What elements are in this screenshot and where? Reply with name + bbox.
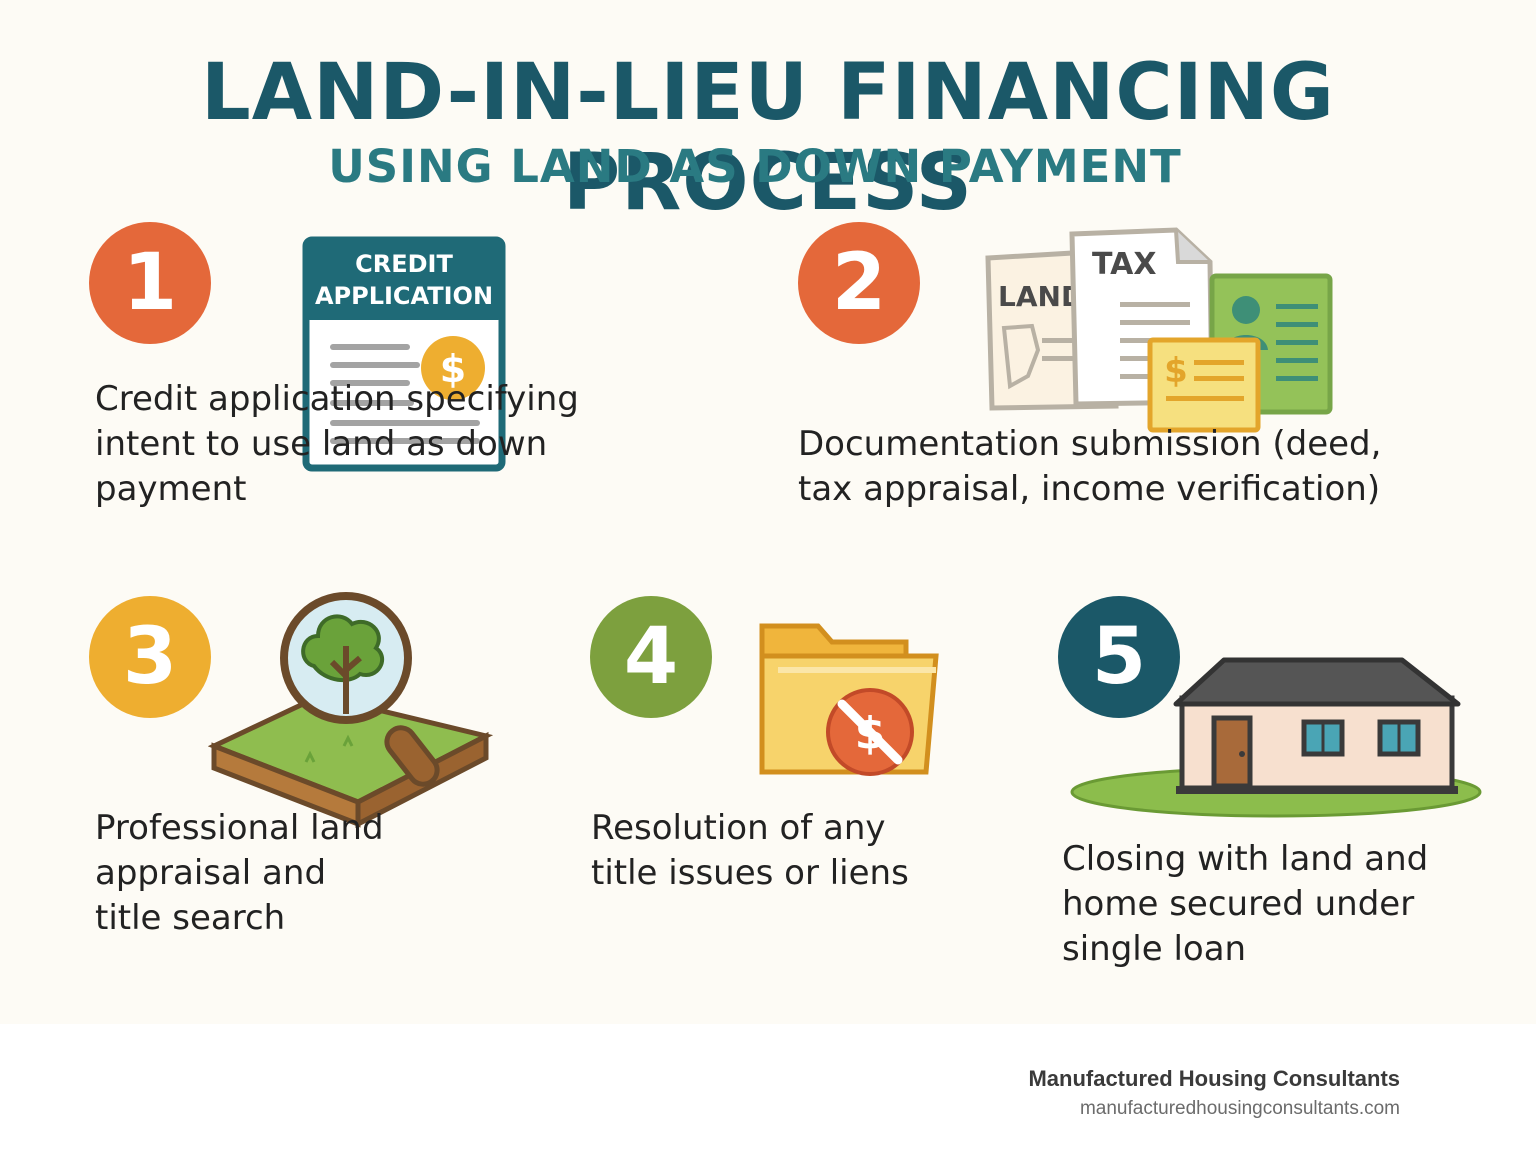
step-2-badge: 2 — [798, 222, 920, 344]
step-5-badge: 5 — [1058, 596, 1180, 718]
step-1-text: Credit application specifying intent to … — [95, 379, 579, 509]
step-5-text: Closing with land and home secured under… — [1062, 839, 1429, 969]
step-4-badge: 4 — [590, 596, 712, 718]
dollar-sign-icon: $ — [1164, 351, 1188, 391]
page-title: LAND-IN-LIEU FINANCING PROCESS — [201, 48, 1335, 228]
house-icon — [1070, 657, 1482, 818]
tax-doc-label: TAX — [1092, 247, 1156, 282]
step-2-text: Documentation submission (deed, tax appr… — [798, 424, 1382, 509]
magnifier-over-land-icon — [208, 592, 494, 829]
no-money-folder-icon: $ — [759, 623, 939, 776]
brand-footer: Manufactured Housing Consultants manufac… — [1028, 1064, 1400, 1124]
step-1-badge: 1 — [89, 222, 211, 344]
document-stack-icon: LAND TAX $ — [985, 227, 1333, 433]
brand-name: Manufactured Housing Consultants — [1028, 1066, 1400, 1091]
credit-doc-line1: CREDIT — [355, 250, 453, 278]
page-subtitle: USING LAND AS DOWN PAYMENT — [328, 140, 1182, 193]
step-4-text: Resolution of any title issues or liens — [591, 808, 909, 893]
dollar-sign-icon: $ — [440, 347, 466, 391]
step-3-text: Professional land appraisal and title se… — [95, 808, 384, 938]
land-doc-label: LAND — [998, 280, 1084, 313]
step-3-badge: 3 — [89, 596, 211, 718]
brand-url[interactable]: manufacturedhousingconsultants.com — [1079, 1098, 1400, 1119]
credit-doc-line2: APPLICATION — [315, 282, 493, 310]
credit-application-document-icon: CREDIT APPLICATION $ — [302, 236, 506, 472]
infographic-panel — [0, 0, 1536, 1024]
